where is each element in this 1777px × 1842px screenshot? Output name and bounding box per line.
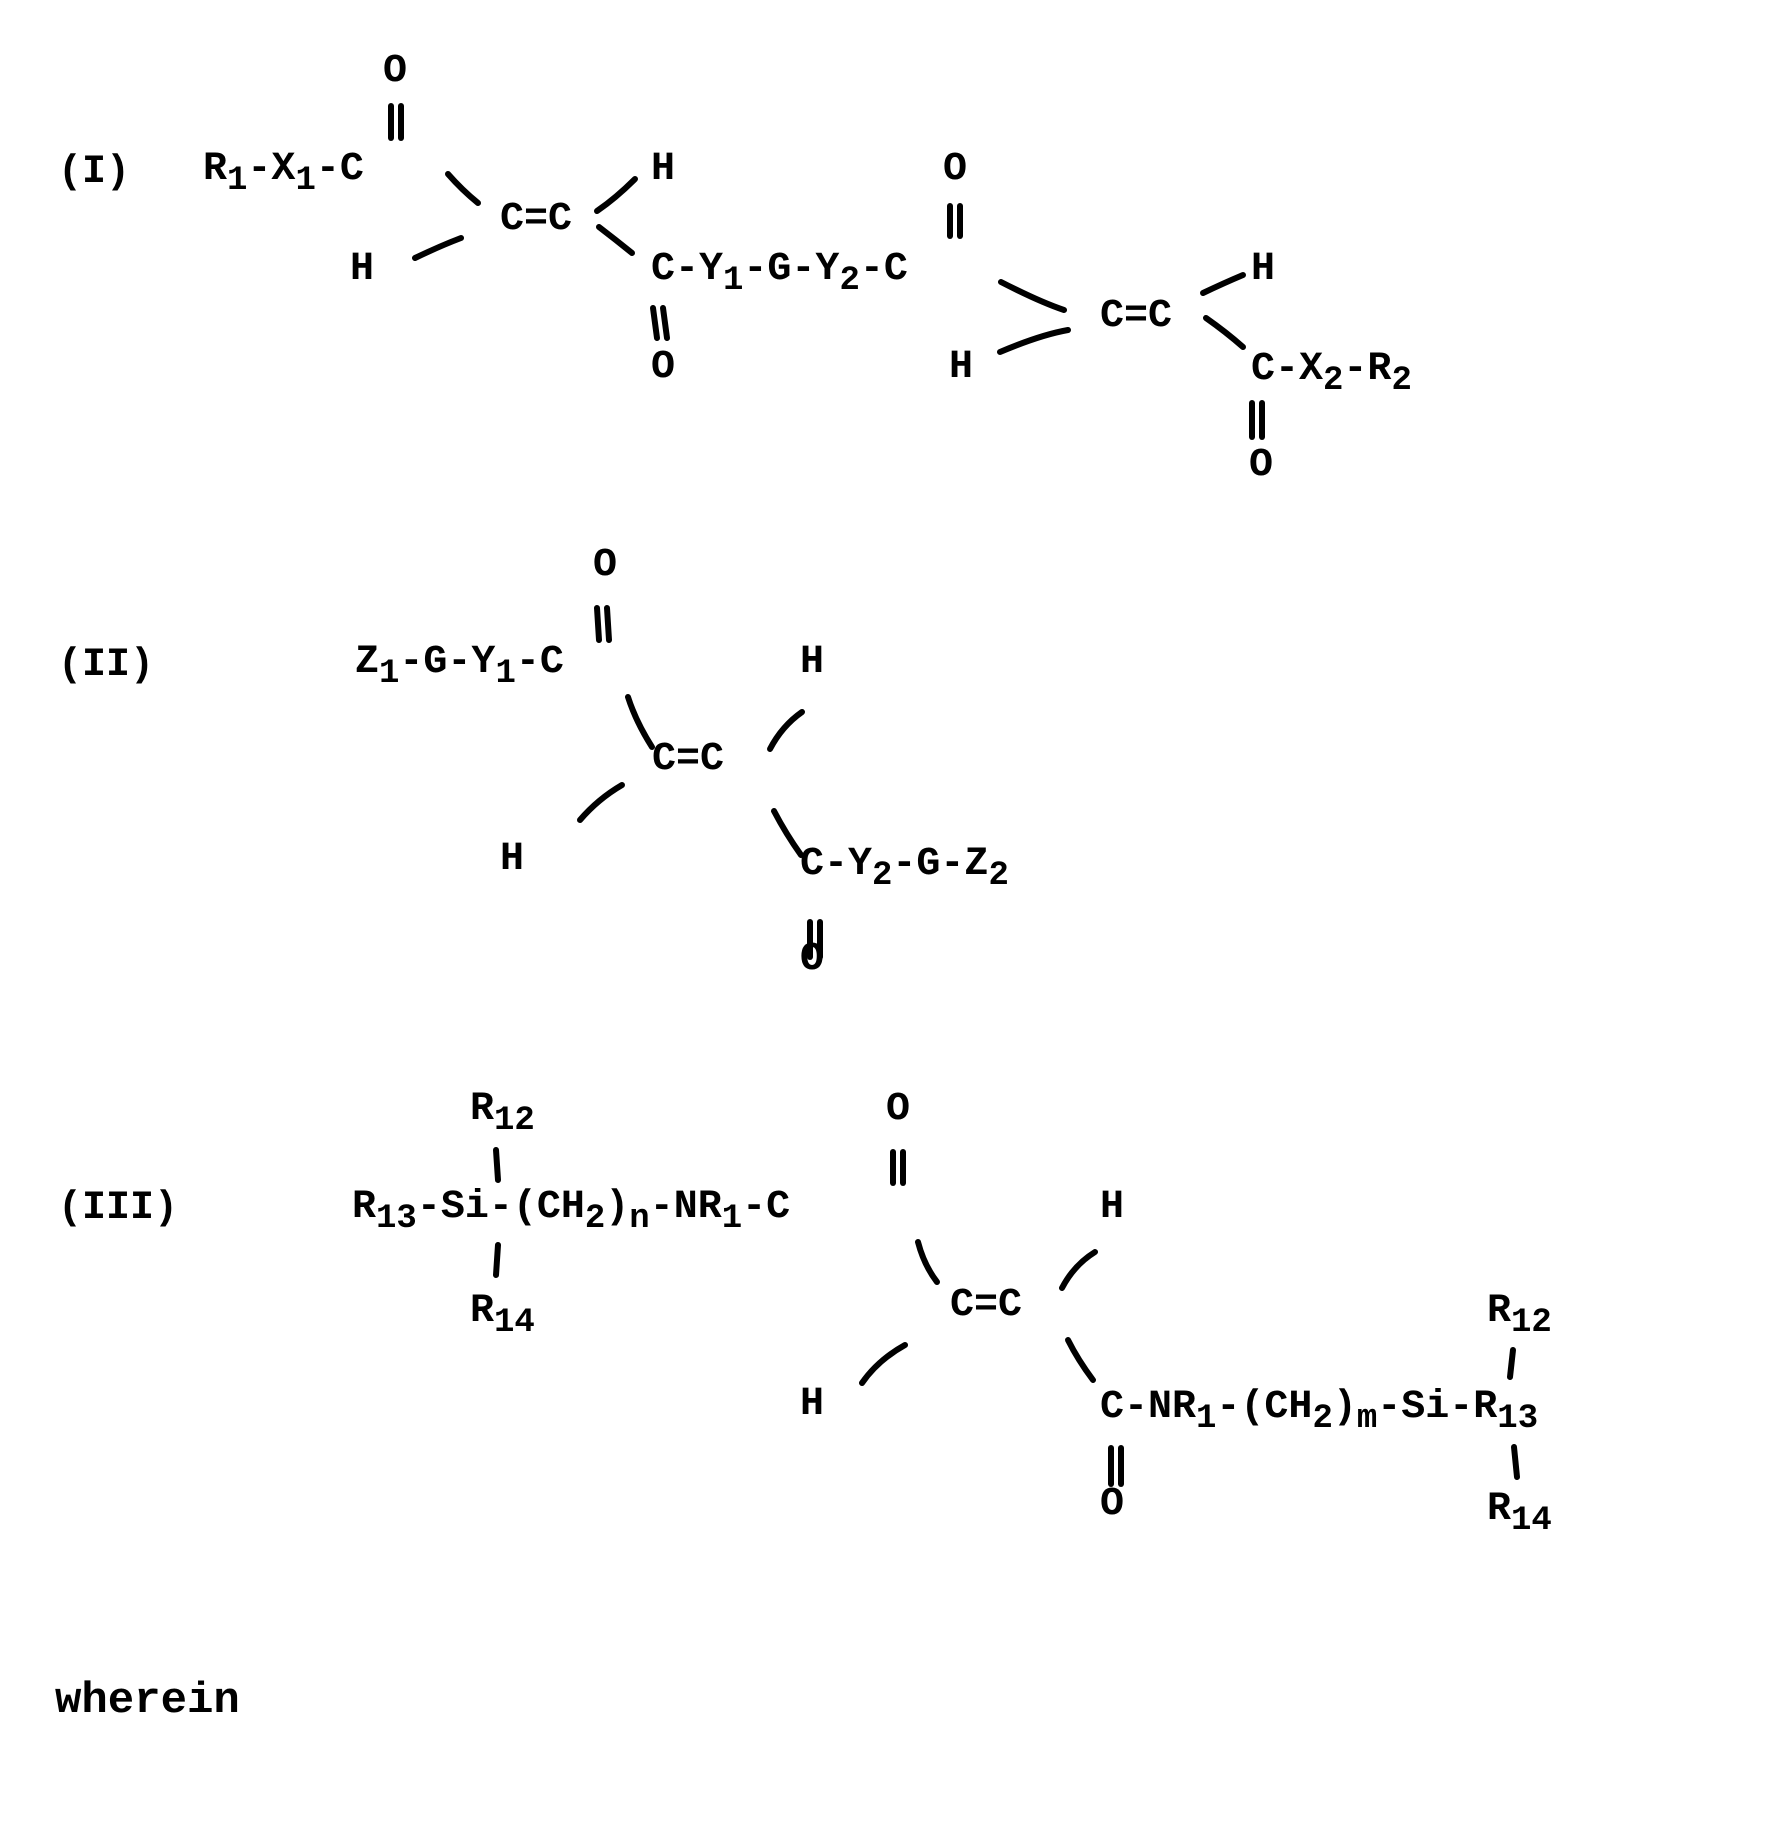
atom-label: -C — [515, 640, 564, 685]
formula-ii-bonds — [577, 605, 823, 960]
atom-hydrogen: H — [800, 1382, 825, 1427]
subscript: 1 — [295, 162, 316, 200]
subscript: m — [1356, 1400, 1378, 1438]
group-c-y1-g-y2-c: C-Y1-G-Y2-C — [651, 247, 908, 299]
subscript: 1 — [379, 655, 400, 693]
atom-oxygen: O — [800, 937, 825, 982]
atom-label: -X — [247, 147, 296, 192]
atom-oxygen: O — [1100, 1482, 1125, 1527]
subscript: 2 — [839, 262, 860, 300]
atom-label: R — [352, 1185, 377, 1230]
group-r14: R14 — [1487, 1487, 1552, 1539]
subscript: n — [629, 1200, 650, 1238]
atom-label: C-Y — [800, 842, 873, 887]
group-r13-si-ch2n-nr1-c: R13-Si-(CH2)n-NR1-C — [352, 1185, 791, 1237]
atom-hydrogen: H — [1251, 247, 1276, 292]
atom-oxygen: O — [593, 543, 618, 588]
atom-label: -(CH — [1216, 1385, 1313, 1430]
atom-label: C-X — [1251, 347, 1324, 392]
atom-label: -C — [859, 247, 908, 292]
atom-label: -Si-(CH — [416, 1185, 585, 1230]
formula-number-ii: (II) — [58, 643, 155, 688]
double-bond-cc: C=C — [950, 1283, 1023, 1328]
subscript: 13 — [376, 1200, 417, 1238]
subscript: 2 — [872, 857, 893, 895]
atom-oxygen: O — [651, 345, 676, 390]
atom-oxygen: O — [383, 49, 408, 94]
atom-label: -G-Y — [743, 247, 840, 292]
atom-oxygen: O — [886, 1087, 911, 1132]
atom-label: -G-Y — [399, 640, 496, 685]
group-c-y2-g-z2: C-Y2-G-Z2 — [800, 842, 1009, 894]
formula-number-i: (I) — [58, 150, 131, 195]
atom-hydrogen: H — [651, 147, 676, 192]
atom-hydrogen: H — [350, 247, 375, 292]
subscript: 1 — [227, 162, 248, 200]
group-r12: R12 — [470, 1087, 535, 1139]
double-bond-cc: C=C — [500, 197, 573, 242]
subscript: 1 — [723, 262, 744, 300]
atom-oxygen: O — [943, 147, 968, 192]
subscript: 12 — [1511, 1304, 1552, 1342]
subscript: 2 — [988, 857, 1009, 895]
subscript: 2 — [1312, 1400, 1333, 1438]
double-bond-cc: C=C — [652, 737, 725, 782]
atom-label: C-NR — [1100, 1385, 1197, 1430]
atom-label: R — [203, 147, 228, 192]
subscript: 1 — [1196, 1400, 1217, 1438]
subscript: 14 — [1511, 1502, 1552, 1540]
group-r1-x1-c: R1-X1-C — [203, 147, 364, 199]
atom-oxygen: O — [1249, 443, 1274, 488]
subscript: 13 — [1497, 1400, 1539, 1438]
subscript: 2 — [1391, 362, 1412, 400]
subscript: 1 — [495, 655, 516, 693]
atom-hydrogen: H — [949, 345, 974, 390]
atom-hydrogen: H — [500, 837, 525, 882]
atom-label: ) — [605, 1185, 630, 1230]
subscript: 14 — [494, 1304, 535, 1342]
subscript: 12 — [494, 1102, 535, 1140]
atom-label: R — [1487, 1289, 1512, 1334]
atom-label: C-Y — [651, 247, 724, 292]
atom-hydrogen: H — [1100, 1185, 1125, 1230]
wherein-text: wherein — [55, 1676, 240, 1726]
atom-label: Z — [355, 640, 380, 685]
atom-label: -R — [1343, 347, 1392, 392]
subscript: 2 — [1323, 362, 1344, 400]
atom-hydrogen: H — [800, 640, 825, 685]
atom-label: -C — [742, 1185, 791, 1230]
atom-label: R — [470, 1087, 495, 1132]
group-z1-g-y1-c: Z1-G-Y1-C — [355, 640, 564, 692]
group-c-nr1-ch2m-si-r13: C-NR1-(CH2)m-Si-R13 — [1100, 1385, 1538, 1437]
atom-label: -G-Z — [892, 842, 989, 887]
atom-label: -Si-R — [1377, 1385, 1498, 1430]
double-bond-cc: C=C — [1100, 294, 1173, 339]
subscript: 2 — [584, 1200, 606, 1238]
group-r12: R12 — [1487, 1289, 1552, 1341]
atom-label: R — [1487, 1487, 1512, 1532]
atom-label: -C — [315, 147, 364, 192]
group-r14: R14 — [470, 1289, 535, 1341]
atom-label: -NR — [649, 1185, 722, 1230]
subscript: 1 — [721, 1200, 743, 1238]
group-c-x2-r2: C-X2-R2 — [1251, 347, 1412, 399]
atom-label: ) — [1332, 1385, 1357, 1430]
atom-label: R — [470, 1289, 495, 1334]
formula-number-iii: (III) — [58, 1186, 179, 1231]
